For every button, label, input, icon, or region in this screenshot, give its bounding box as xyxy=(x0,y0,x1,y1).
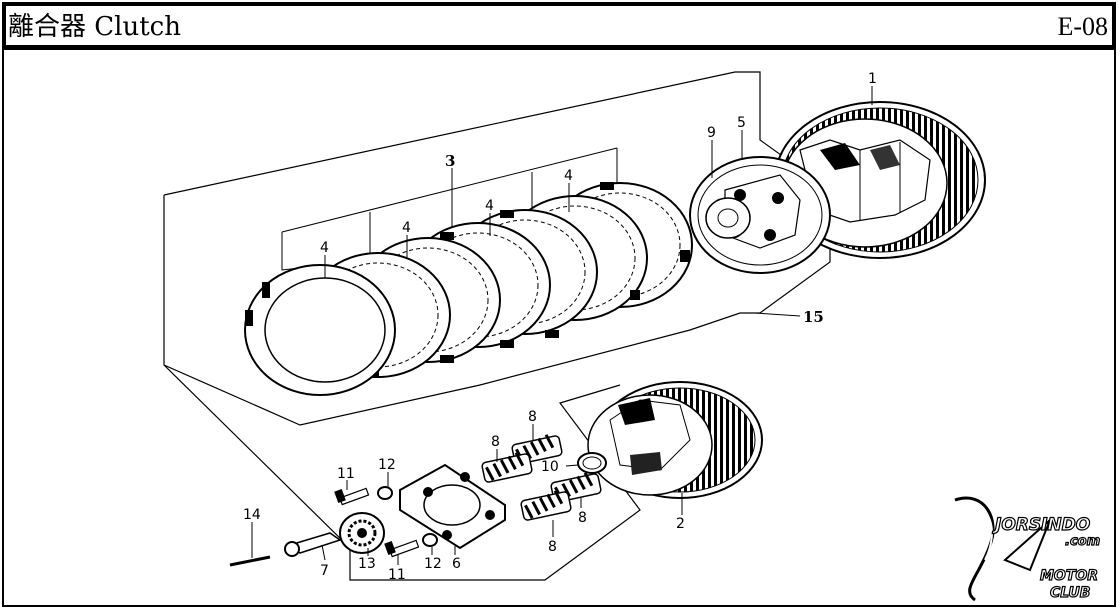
leader-10 xyxy=(565,464,579,467)
clutch-hub-assembly xyxy=(689,156,831,274)
circlip xyxy=(577,452,607,474)
callout-8b: 8 xyxy=(491,434,500,450)
leader-7 xyxy=(321,544,326,561)
bolt xyxy=(334,487,370,506)
callout-4a: 4 xyxy=(320,240,329,256)
bracket-plates-top xyxy=(281,147,618,233)
callout-13: 13 xyxy=(358,556,376,572)
callout-8d: 8 xyxy=(548,539,557,555)
callout-15: 15 xyxy=(803,308,824,326)
callout-5: 5 xyxy=(737,115,746,131)
callout-4d: 4 xyxy=(564,168,573,184)
watermark-line3: MOTOR xyxy=(1040,568,1098,584)
washer xyxy=(422,533,438,547)
pin xyxy=(229,555,271,567)
lifter-plate xyxy=(399,463,506,550)
page-title: 離合器 Clutch xyxy=(8,12,181,42)
watermark-line2: .com xyxy=(1065,534,1100,549)
callout-2: 2 xyxy=(676,516,685,532)
callout-11b: 11 xyxy=(388,567,406,583)
callout-10: 10 xyxy=(541,459,559,475)
callout-8c: 8 xyxy=(578,510,587,526)
callout-12a: 12 xyxy=(378,457,396,473)
callout-14: 14 xyxy=(243,507,261,523)
steel-plate-front xyxy=(244,264,396,396)
bolt xyxy=(384,539,420,558)
washer xyxy=(377,486,393,500)
callout-9: 9 xyxy=(707,125,716,141)
watermark-line4: CLUB xyxy=(1050,585,1090,601)
callout-6: 6 xyxy=(452,556,461,572)
bearing xyxy=(339,512,385,554)
clutch-plate-stack xyxy=(244,182,693,396)
group-frame-plates xyxy=(281,232,301,271)
leader-15 xyxy=(754,312,801,317)
jorsindo-watermark-logo: JORSINDO .com MOTOR CLUB xyxy=(954,496,1101,602)
push-rod xyxy=(284,532,342,557)
header-bar: 離合器 Clutch E-08 xyxy=(2,2,1116,50)
watermark-line1: JORSINDO xyxy=(992,515,1090,535)
callout-4c: 4 xyxy=(485,198,494,214)
clutch-inner-hub xyxy=(587,381,763,499)
callout-3: 3 xyxy=(445,152,455,170)
callout-8a: 8 xyxy=(528,409,537,425)
page-code: E-08 xyxy=(1057,12,1108,41)
callout-7: 7 xyxy=(320,563,329,579)
callout-4b: 4 xyxy=(402,220,411,236)
clutch-spring xyxy=(481,452,533,483)
callout-1: 1 xyxy=(868,71,877,87)
clutch-spring xyxy=(520,490,572,521)
callout-12b: 12 xyxy=(424,556,442,572)
callout-11a: 11 xyxy=(337,466,355,482)
